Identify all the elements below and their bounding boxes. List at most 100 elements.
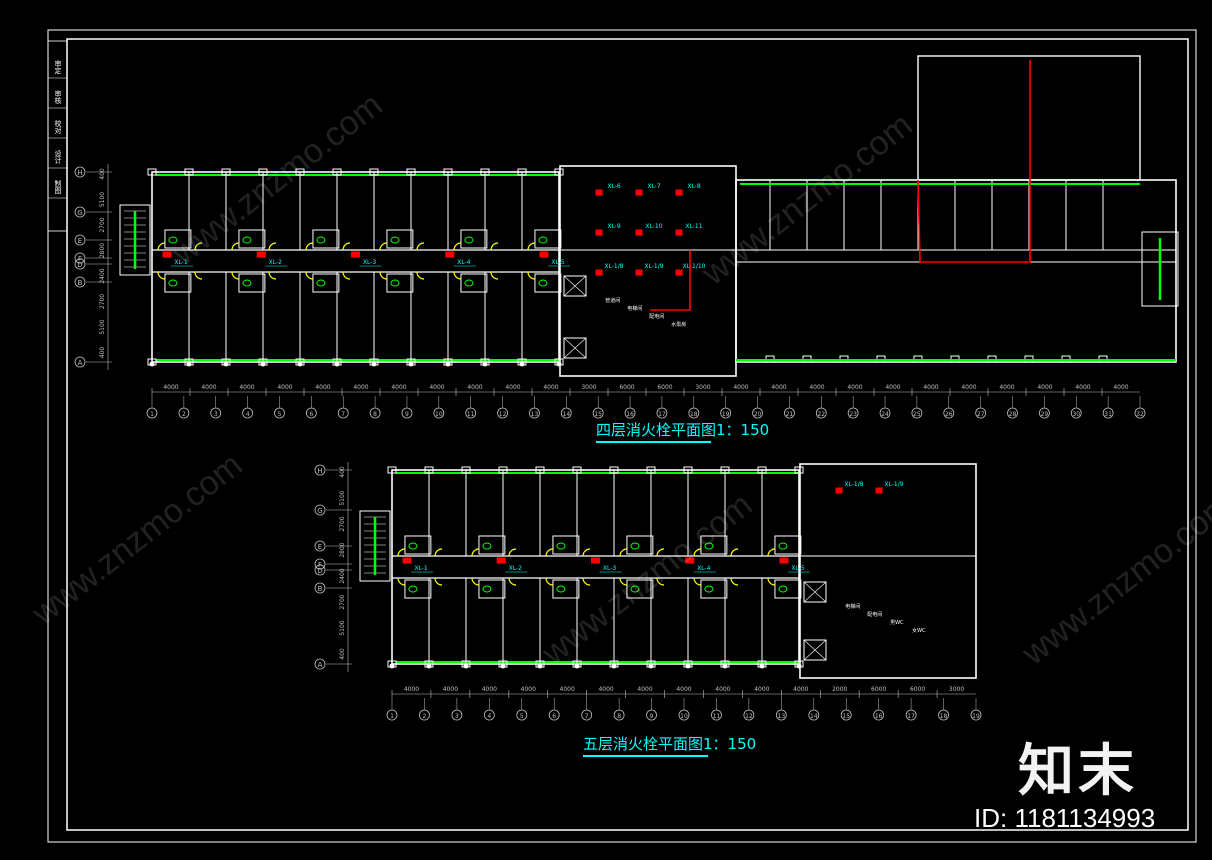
plan5-bottom-dim: 4000 bbox=[482, 686, 497, 693]
plan4-row-dim: 400 bbox=[99, 168, 106, 180]
plan4-hydrant-label: XL-6 bbox=[607, 183, 621, 190]
plan5-bathroom bbox=[700, 535, 728, 555]
plan4-hydrant-label: XL-1/8 bbox=[604, 263, 623, 270]
plan4-hydrant-box bbox=[675, 189, 683, 196]
plan4-door bbox=[194, 271, 203, 280]
plan4-bottom-dim: 4000 bbox=[1075, 384, 1090, 391]
plan4-bottom-dim: 4000 bbox=[999, 384, 1014, 391]
plan4-column-dot bbox=[186, 361, 192, 367]
plan4-column-dot bbox=[371, 361, 377, 367]
plan4-bottom-dim: 4000 bbox=[1113, 384, 1128, 391]
plan4-hydrant-box bbox=[256, 251, 266, 258]
plan4-bottom-dim: 3000 bbox=[581, 384, 596, 391]
plan4-axis-bubble bbox=[752, 407, 763, 419]
plan4-door bbox=[416, 271, 425, 280]
plan4-axis-bubble bbox=[847, 407, 859, 419]
plan4-bottom-dim: 4000 bbox=[1037, 384, 1052, 391]
plan5-door bbox=[545, 577, 554, 586]
plan5-bottom-dim: 4000 bbox=[715, 686, 730, 693]
plan5-bathroom bbox=[552, 579, 580, 599]
plan4-axis-number: 13 bbox=[531, 411, 539, 418]
plan5-fixture bbox=[704, 585, 714, 593]
plan4-bathroom bbox=[164, 229, 192, 249]
plan5-axis-bubble bbox=[775, 709, 787, 721]
plan4-bottom-dim: 4000 bbox=[885, 384, 900, 391]
plan5-axis-bubble bbox=[386, 709, 398, 721]
plan5-column bbox=[498, 466, 508, 474]
plan5-hydrant-label: XL-1/9 bbox=[884, 481, 903, 488]
plan4-north-block bbox=[917, 55, 1141, 181]
plan4-axis-bubble bbox=[74, 252, 86, 264]
plan4-column bbox=[369, 168, 379, 176]
plan5-room-label: 男WC bbox=[890, 620, 904, 626]
plan4-axis-bubble bbox=[74, 206, 86, 218]
plan4-column bbox=[221, 168, 231, 176]
plan4-hydrant-box bbox=[445, 251, 455, 258]
plan4-axis-bubble bbox=[592, 407, 604, 419]
plan4-column bbox=[147, 168, 157, 176]
plan5-column-dot bbox=[685, 663, 691, 669]
plan4-row-dim: 5100 bbox=[99, 192, 106, 207]
plan5-elevator bbox=[803, 639, 827, 661]
plan4-door bbox=[231, 271, 240, 280]
plan4-axis-number: 28 bbox=[1009, 411, 1017, 418]
plan4-axis-bubble bbox=[242, 407, 254, 419]
plan4-elevator-x bbox=[563, 337, 587, 359]
plan5-door bbox=[545, 548, 554, 557]
plan5-bathroom bbox=[478, 579, 506, 599]
plan4-fixture bbox=[390, 236, 400, 244]
plan5-axis-bubble bbox=[451, 709, 463, 721]
plan4-axis-number: 27 bbox=[977, 411, 985, 418]
plan4-door bbox=[305, 242, 314, 251]
plan5-axis-bubble bbox=[808, 709, 820, 721]
plan5-row-dim: 2700 bbox=[339, 516, 346, 531]
plan4-axis-bubble bbox=[624, 407, 636, 419]
plan4-axis-number: 15 bbox=[594, 411, 602, 418]
plan5-axis-bubble bbox=[314, 558, 326, 570]
plan5-bathroom bbox=[626, 579, 654, 599]
plan5-bathroom bbox=[774, 579, 802, 599]
plan5-axis-number: 6 bbox=[552, 713, 556, 720]
plan4-elevator bbox=[563, 337, 587, 359]
plan5-hydrant-box bbox=[779, 557, 789, 564]
plan5-axis-number: 16 bbox=[875, 713, 883, 720]
plan4-fixture bbox=[242, 279, 252, 287]
plan5-east-block bbox=[799, 463, 977, 679]
plan4-bathroom bbox=[460, 229, 488, 249]
plan4-column-dot bbox=[149, 361, 155, 367]
plan4-column-dot bbox=[334, 361, 340, 367]
plan4-axis-label: E bbox=[78, 237, 82, 245]
plan4-bathroom bbox=[164, 273, 192, 293]
plan4-axis-bubble bbox=[369, 407, 381, 419]
plan4-column bbox=[258, 168, 268, 176]
plan5-axis-number: 19 bbox=[972, 713, 980, 720]
plan5-title-underline bbox=[583, 755, 708, 757]
plan4-fixture bbox=[464, 279, 474, 287]
plan5-bottom-dim: 6000 bbox=[871, 686, 886, 693]
plan4-axis-number: 29 bbox=[1041, 411, 1049, 418]
image-id: ID: 1181134993 bbox=[974, 803, 1156, 833]
plan5-hydrant-box bbox=[835, 487, 843, 494]
plan4-axis-label: A bbox=[78, 359, 83, 367]
plan5-bathroom bbox=[404, 579, 432, 599]
plan5-fixture bbox=[778, 542, 788, 550]
plan4-hydrant-box bbox=[351, 251, 360, 258]
plan5-axis-number: 9 bbox=[650, 713, 654, 720]
plan4-axis-bubble bbox=[688, 407, 700, 419]
plan4-riser-pipe bbox=[650, 250, 691, 311]
plan4-elevator bbox=[563, 275, 587, 297]
plan5-stair bbox=[359, 510, 391, 582]
plan4-bottom-dim: 4000 bbox=[277, 384, 292, 391]
plan5-door bbox=[767, 577, 776, 586]
plan5-fixture bbox=[704, 542, 714, 550]
plan4-hydrant-label: XL-1/10 bbox=[683, 263, 706, 270]
plan4-bathroom bbox=[312, 273, 340, 293]
plan4-axis-label: G bbox=[77, 209, 82, 217]
plan5-hydrant-label: XL-1 bbox=[414, 565, 428, 572]
plan5-axis-bubble bbox=[314, 582, 326, 594]
plan4-door bbox=[527, 271, 536, 280]
plan5-axis-number: 11 bbox=[713, 713, 721, 720]
plan5-axis-label: E bbox=[318, 543, 322, 551]
plan5-column-dot bbox=[463, 663, 469, 669]
plan5-axis-number: 10 bbox=[680, 713, 688, 720]
